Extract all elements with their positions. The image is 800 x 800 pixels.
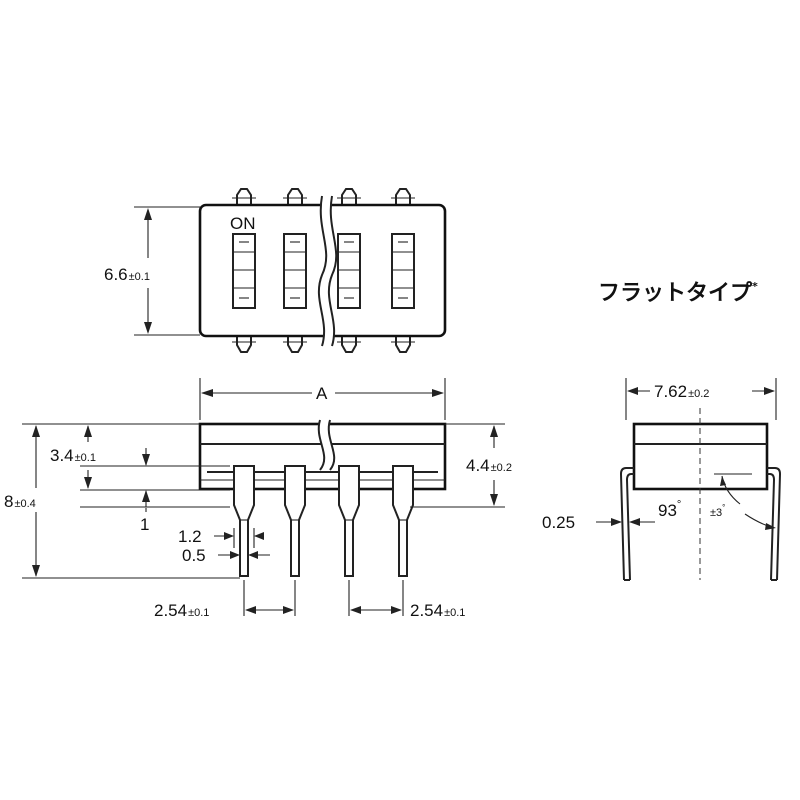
switch-slots — [232, 233, 415, 309]
dim-0-5: 0.5 — [182, 546, 206, 565]
dim-1-2: 1.2 — [178, 527, 202, 546]
break-gap — [318, 196, 337, 346]
dim-4-4: 4.4±0.2 — [466, 456, 512, 475]
dim-6-6: 6.6±0.1 — [104, 265, 150, 284]
angle-tol: ±3° — [710, 503, 725, 519]
top-view: ON 6.6±0.1 — [104, 188, 447, 353]
dim-3-4: 3.4±0.1 — [50, 446, 96, 465]
dim-a: A — [316, 384, 328, 403]
angle-93: 93° — [658, 499, 681, 520]
dim-1: 1 — [140, 515, 149, 534]
side-pins — [233, 465, 414, 577]
dim-7-62: 7.62±0.2 — [654, 382, 709, 401]
top-pins-lower — [232, 335, 415, 353]
top-pins-upper — [232, 188, 415, 205]
flat-type-title: フラットタイプ* — [598, 280, 758, 306]
on-label: ON — [230, 214, 256, 233]
end-view: フラットタイプ* 7.62±0.2 93° ±3° 0.25 — [542, 280, 782, 581]
dim-pitch-right: 2.54±0.1 — [410, 601, 465, 620]
dim-8: 8±0.4 — [4, 492, 36, 511]
dim-0-25: 0.25 — [542, 513, 575, 532]
side-view: A — [4, 378, 512, 620]
dim-pitch-left: 2.54±0.1 — [154, 601, 209, 620]
